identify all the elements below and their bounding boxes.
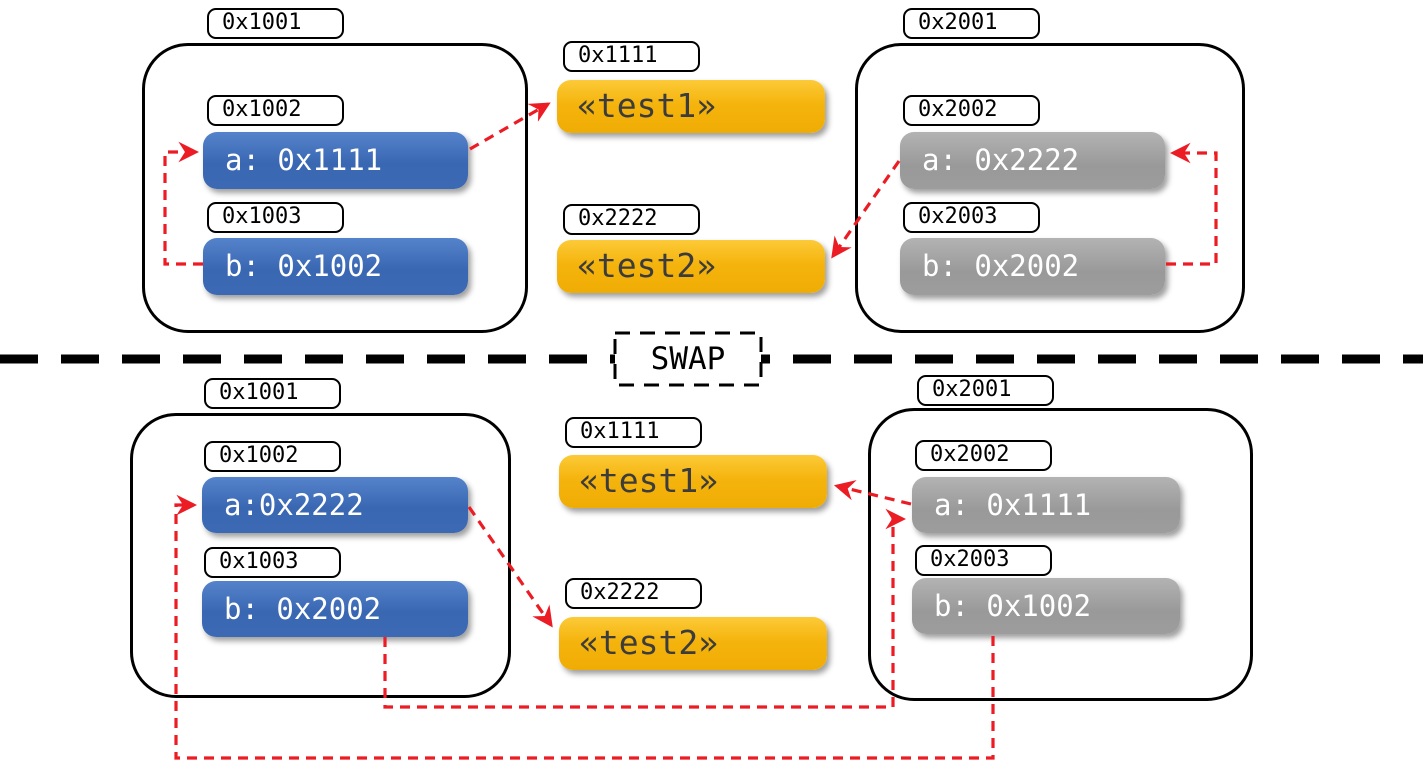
bottom-string1-address-tab: 0x1111 xyxy=(565,417,702,448)
top-right-object-address-tab: 0x2001 xyxy=(903,8,1040,39)
bottom-right-field-a-box: a: 0x1111 xyxy=(912,477,1180,533)
top-right-field-b-address-tab: 0x2003 xyxy=(903,202,1040,233)
bottom-left-field-b-address-tab: 0x1003 xyxy=(204,547,341,578)
bottom-right-object-address-tab: 0x2001 xyxy=(917,375,1054,406)
bottom-string2-address-tab: 0x2222 xyxy=(565,578,702,609)
bottom-string1-box: «test1» xyxy=(559,455,827,508)
bottom-left-field-a-box: a:0x2222 xyxy=(202,477,468,533)
swap-label: SWAP xyxy=(650,341,726,377)
top-right-field-a-address-tab: 0x2002 xyxy=(903,95,1040,126)
top-left-field-b-address-tab: 0x1003 xyxy=(207,202,344,233)
top-right-field-a-box: a: 0x2222 xyxy=(900,132,1165,189)
top-right-field-b-box: b: 0x2002 xyxy=(900,238,1165,295)
top-left-field-b-box: b: 0x1002 xyxy=(203,238,468,295)
bottom-left-object-address-tab: 0x1001 xyxy=(204,378,341,409)
top-left-object-address-tab: 0x1001 xyxy=(207,8,344,39)
bottom-left-field-b-box: b: 0x2002 xyxy=(202,581,468,637)
bottom-right-field-b-box: b: 0x1002 xyxy=(912,578,1180,634)
top-string2-address-tab: 0x2222 xyxy=(563,204,700,235)
top-left-field-a-address-tab: 0x1002 xyxy=(207,95,344,126)
top-string1-box: «test1» xyxy=(557,80,825,133)
bottom-right-field-b-address-tab: 0x2003 xyxy=(915,545,1052,576)
top-string1-address-tab: 0x1111 xyxy=(563,41,700,72)
bottom-left-field-a-address-tab: 0x1002 xyxy=(204,441,341,472)
top-string2-box: «test2» xyxy=(557,240,825,293)
bottom-string2-box: «test2» xyxy=(559,617,827,670)
top-left-field-a-box: a: 0x1111 xyxy=(203,132,468,189)
bottom-right-field-a-address-tab: 0x2002 xyxy=(915,440,1052,471)
